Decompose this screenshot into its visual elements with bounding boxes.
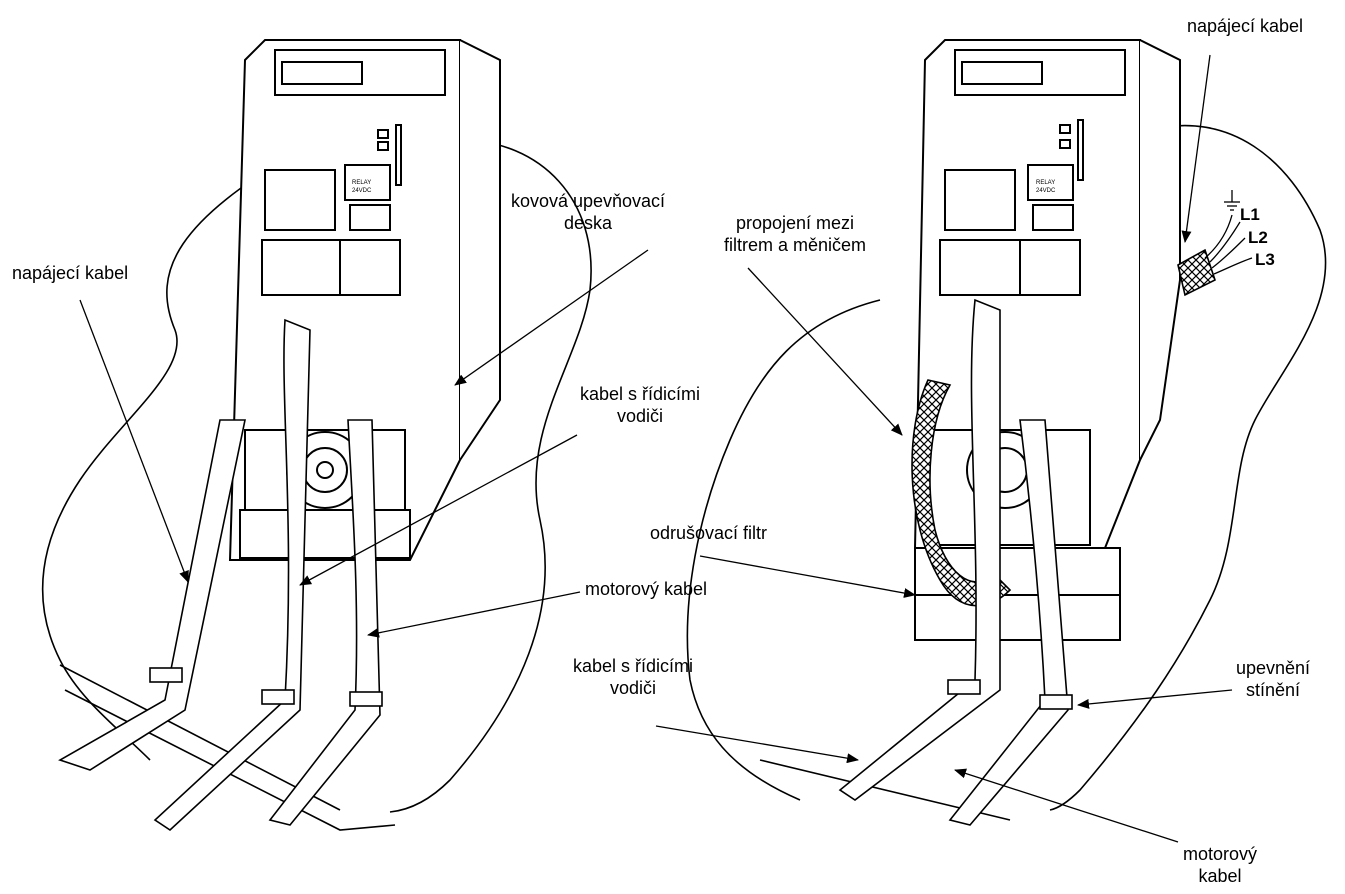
left-power-cable-label: napájecí kabel: [12, 263, 129, 283]
left-control-cable-line1: kabel s řídicími: [579, 384, 701, 404]
phase-l1-label: L1: [1240, 205, 1260, 224]
right-power-cable-label: napájecí kabel: [1186, 16, 1304, 36]
left-metal-plate-line1: kovová upevňovací: [510, 191, 666, 211]
left-motor-cable-label: motorový kabel: [585, 579, 708, 599]
right-shield-clamp-label: upevnění stínění: [1218, 657, 1328, 701]
right-filter-link-line1: propojení mezi: [735, 213, 855, 233]
right-motor-cable-label: motorový kabel: [1165, 843, 1275, 887]
right-supply-wires: [1204, 190, 1253, 275]
left-relay-label: RELAY: [352, 180, 371, 186]
right-filter-link-line2: filtrem a měničem: [723, 235, 867, 255]
right-emi-filter-label: odrušovací filtr: [650, 523, 768, 543]
right-shield-clamp-line2: stínění: [1245, 680, 1301, 700]
phase-l3-label: L3: [1255, 250, 1275, 269]
right-leaders: [655, 54, 1233, 843]
left-metal-plate-line2: deska: [563, 213, 613, 233]
left-cables: [58, 318, 383, 832]
right-motor-cable-line1: motorový: [1182, 844, 1258, 864]
left-metal-plate-label: kovová upevňovací deska: [488, 190, 688, 234]
left-control-cable-line2: vodiči: [616, 406, 664, 426]
right-control-cable-line2: vodiči: [609, 678, 657, 698]
right-shield-clamp-line1: upevnění: [1235, 658, 1311, 678]
left-mounting-plate: [41, 139, 592, 831]
phase-l2-label: L2: [1248, 228, 1268, 247]
right-control-cable-label: kabel s řídicími vodiči: [548, 655, 718, 699]
left-relay-voltage: 24VDC: [352, 188, 372, 194]
left-leaders: [79, 249, 649, 638]
right-relay-voltage: 24VDC: [1036, 188, 1056, 194]
right-filter-link-label: propojení mezi filtrem a měničem: [705, 212, 885, 256]
right-cables: [838, 248, 1216, 826]
left-control-cable-label: kabel s řídicími vodiči: [560, 383, 720, 427]
right-control-cable-line1: kabel s řídicími: [572, 656, 694, 676]
right-relay-label: RELAY: [1036, 180, 1055, 186]
right-motor-cable-line2: kabel: [1198, 866, 1242, 886]
